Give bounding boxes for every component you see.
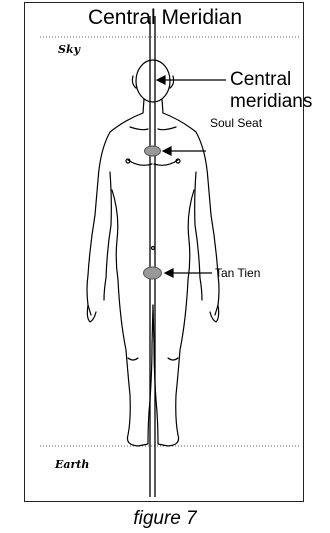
central-meridians-label: Central meridians: [230, 69, 330, 113]
tan-tien-label: Tan Tien: [215, 266, 260, 280]
body-outline: [87, 60, 219, 446]
soul-seat-label: Soul Seat: [210, 116, 262, 130]
figure-caption: figure 7: [0, 508, 330, 530]
earth-label: Earth: [55, 458, 89, 471]
tan-tien-marker: [144, 267, 162, 279]
soul-seat-marker: [145, 146, 161, 156]
diagram-title: Central Meridian: [0, 6, 330, 30]
sky-label: Sky: [58, 43, 80, 56]
